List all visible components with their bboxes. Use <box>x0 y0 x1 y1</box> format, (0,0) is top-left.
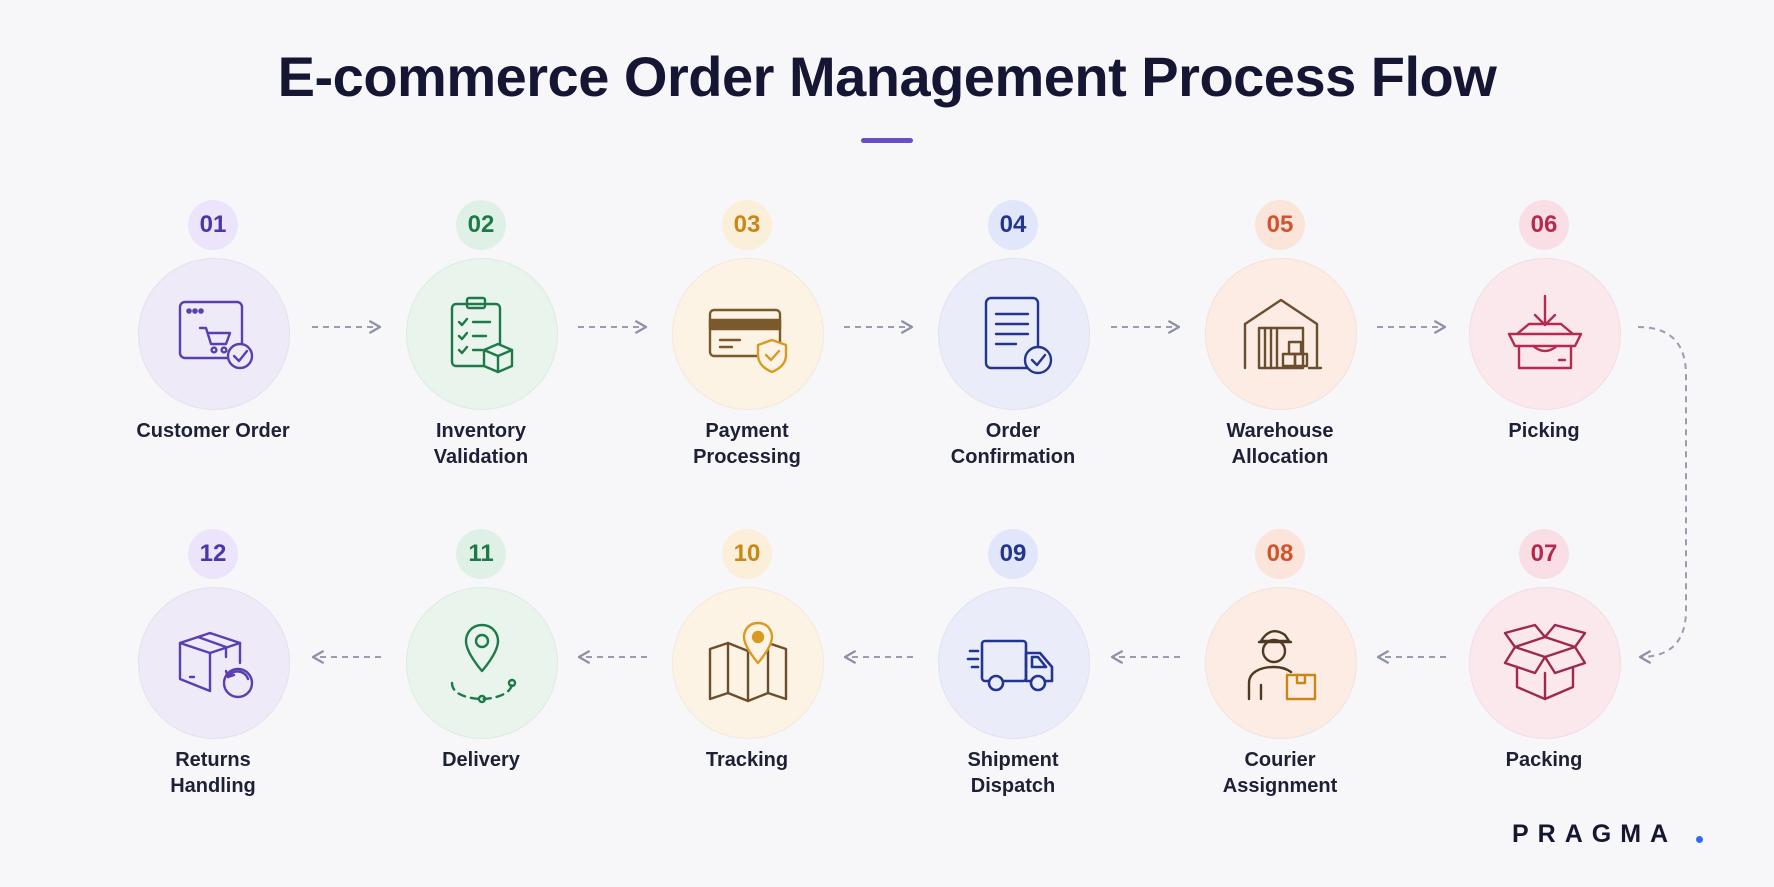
step-payment-processing: 03 Payment Processing <box>627 200 867 470</box>
step-label-line-1: Courier <box>1244 749 1316 771</box>
step-label: Customer Order <box>93 418 333 444</box>
step-icon-circle <box>138 258 290 410</box>
connector-06-07 <box>1637 326 1687 664</box>
step-label-line-1: Shipment <box>967 749 1059 771</box>
step-icon-circle <box>1469 587 1621 739</box>
step-icon-circle <box>938 587 1090 739</box>
step-label: Warehouse Allocation <box>1160 418 1400 470</box>
step-number: 06 <box>1519 200 1569 250</box>
map-pin-icon <box>708 621 788 703</box>
box-return-icon <box>178 631 254 699</box>
step-label: Order Confirmation <box>893 418 1133 470</box>
step-label-line-2: Dispatch <box>970 775 1056 797</box>
step-icon-circle <box>406 587 558 739</box>
step-icon-circle <box>938 258 1090 410</box>
step-number: 12 <box>188 529 238 579</box>
step-order-confirmation: 04 Order Confirmation <box>893 200 1133 470</box>
step-label: Courier Assignment <box>1160 747 1400 799</box>
step-label-line-1: Warehouse <box>1226 420 1334 442</box>
step-number: 11 <box>456 529 506 579</box>
step-label: Payment Processing <box>627 418 867 470</box>
step-icon-circle <box>1469 258 1621 410</box>
step-picking: 06 Picking <box>1424 200 1664 470</box>
credit-card-shield-icon <box>708 308 788 374</box>
step-label-line-2: Processing <box>693 446 801 468</box>
step-label-line-2: Validation <box>433 446 529 468</box>
step-label-line-1: Returns <box>175 749 251 771</box>
step-label-line-2: Assignment <box>1222 775 1338 797</box>
step-warehouse-allocation: 05 Warehouse Allocation <box>1160 200 1400 470</box>
step-label-line-1: Inventory <box>435 420 527 442</box>
step-label: Delivery <box>361 747 601 773</box>
step-icon-circle <box>138 587 290 739</box>
step-icon-circle <box>672 587 824 739</box>
step-label: Packing <box>1424 747 1664 773</box>
step-label-line-1: Customer Order <box>136 420 290 442</box>
step-label-line-1: Picking <box>1508 420 1580 442</box>
step-label-line-1: Delivery <box>442 749 520 771</box>
step-label-line-1: Order <box>985 420 1041 442</box>
step-number: 04 <box>988 200 1038 250</box>
courier-person-icon <box>1247 629 1317 701</box>
step-label-line-2: Handling <box>170 775 256 797</box>
step-inventory-validation: 02 Inventory Validation <box>361 200 601 470</box>
step-icon-circle <box>406 258 558 410</box>
brand-logo-dot <box>1696 836 1703 843</box>
page-title: E-commerce Order Management Process Flow <box>277 45 1497 108</box>
brand-logo: PRAGMA <box>1512 820 1678 848</box>
step-icon-circle <box>672 258 824 410</box>
step-tracking: 10 Tracking <box>627 529 867 799</box>
step-number: 02 <box>456 200 506 250</box>
step-number: 03 <box>722 200 772 250</box>
delivery-truck-icon <box>966 639 1054 692</box>
step-number: 10 <box>722 529 772 579</box>
step-label-line-1: Packing <box>1505 749 1583 771</box>
step-icon-circle <box>1205 258 1357 410</box>
step-label: Returns Handling <box>93 747 333 799</box>
browser-cart-icon <box>178 300 254 370</box>
step-number: 08 <box>1255 529 1305 579</box>
step-label-line-2: Confirmation <box>950 446 1076 468</box>
warehouse-icon <box>1243 298 1323 370</box>
location-route-icon <box>450 623 517 704</box>
step-shipment-dispatch: 09 Shipment Dispatch <box>893 529 1133 799</box>
step-courier-assignment: 08 Courier Assignment <box>1160 529 1400 799</box>
step-number: 01 <box>188 200 238 250</box>
document-check-icon <box>984 296 1053 375</box>
open-box-icon <box>1503 623 1587 701</box>
step-returns-handling: 12 Returns Handling <box>93 529 333 799</box>
step-label-line-1: Tracking <box>705 749 789 771</box>
step-label-line-2: Allocation <box>1231 446 1329 468</box>
step-label-line-1: Payment <box>705 420 789 442</box>
step-number: 07 <box>1519 529 1569 579</box>
step-label: Tracking <box>627 747 867 773</box>
step-label: Inventory Validation <box>361 418 601 470</box>
title-underline <box>861 138 913 143</box>
clipboard-checklist-box-icon <box>450 296 514 374</box>
step-icon-circle <box>1205 587 1357 739</box>
step-number: 09 <box>988 529 1038 579</box>
step-customer-order: 01 Customer Order <box>93 200 333 470</box>
step-packing: 07 Packing <box>1424 529 1664 799</box>
box-arrow-down-icon <box>1507 294 1583 370</box>
step-delivery: 11 Delivery <box>361 529 601 799</box>
step-label: Picking <box>1424 418 1664 444</box>
step-label: Shipment Dispatch <box>893 747 1133 799</box>
step-number: 05 <box>1255 200 1305 250</box>
